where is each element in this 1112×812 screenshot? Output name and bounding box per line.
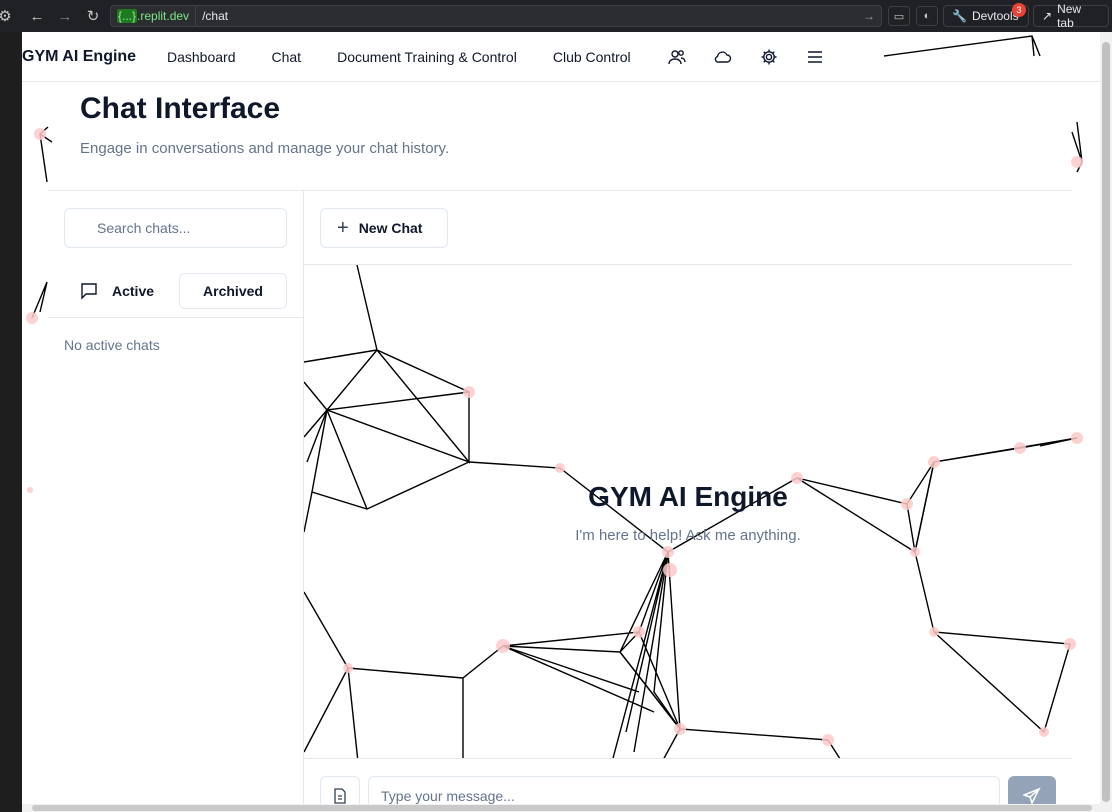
external-link-icon: ↗: [1042, 9, 1053, 23]
welcome-subtitle: I'm here to help! Ask me anything.: [575, 527, 801, 544]
page-title: Chat Interface: [80, 92, 281, 125]
tab-active-label: Active: [112, 283, 155, 299]
settings-gear-icon[interactable]: ⚙: [0, 8, 12, 25]
new-chat-button[interactable]: + New Chat: [320, 208, 448, 248]
message-square-icon: [80, 282, 98, 300]
left-gutter: [0, 32, 22, 812]
devtools-button[interactable]: 🔧 Devtools 3: [943, 3, 1029, 27]
browser-toolbar: ⚙ ← → ↻ {...}.replit.dev /chat → ▭ ◐ 🔧 D…: [0, 0, 1112, 32]
file-icon: [334, 788, 346, 804]
horizontal-scrollbar[interactable]: [22, 804, 1100, 812]
chat-sidebar: Active Archived No active chats: [48, 191, 304, 812]
welcome-title: GYM AI Engine: [588, 481, 788, 512]
plus-icon: +: [337, 216, 349, 239]
address-bar[interactable]: {...}.replit.dev /chat →: [110, 5, 882, 27]
nav-link-dashboard[interactable]: Dashboard: [167, 48, 236, 65]
nav-link-club-control[interactable]: Club Control: [552, 48, 631, 65]
brand-logo-text[interactable]: GYM AI Engine: [22, 47, 137, 65]
forward-icon[interactable]: →: [57, 7, 73, 25]
new-tab-label: New tab: [1057, 2, 1082, 30]
new-tab-button[interactable]: ↗ New tab: [1033, 2, 1109, 30]
nav-link-chat[interactable]: Chat: [271, 48, 302, 65]
devtools-label: Devtools: [971, 9, 1019, 23]
url-path: /chat: [202, 9, 229, 23]
chat-main: + New Chat GYM AI Engine I'm here to hel…: [304, 191, 1072, 812]
attach-file-button[interactable]: [320, 776, 360, 812]
go-arrow-icon[interactable]: →: [863, 9, 875, 23]
url-domain: {...}.replit.dev: [111, 6, 197, 26]
url-domain-highlight: {...}: [117, 9, 138, 23]
hscroll-thumb[interactable]: [32, 805, 1092, 811]
cloud-icon[interactable]: [713, 47, 733, 67]
app-root: GYM AI Engine Dashboard Chat Document Tr…: [22, 32, 1100, 812]
message-composer: [304, 758, 1072, 812]
url-domain-rest: .replit.dev: [137, 9, 190, 23]
send-icon: [1023, 787, 1041, 805]
chat-toolbar: + New Chat: [304, 191, 1072, 265]
reload-icon[interactable]: ↻: [86, 8, 100, 25]
users-icon[interactable]: [667, 47, 687, 67]
gear-icon[interactable]: [759, 47, 779, 67]
new-chat-label: New Chat: [358, 220, 423, 236]
wrench-icon: 🔧: [952, 9, 967, 23]
empty-chats-text: No active chats: [64, 337, 160, 353]
menu-icon[interactable]: [805, 47, 825, 67]
vertical-scrollbar[interactable]: [1100, 32, 1112, 812]
palette-icon[interactable]: ◐: [916, 6, 938, 26]
tab-archived[interactable]: Archived: [179, 273, 287, 309]
scrollbar-thumb[interactable]: [1102, 42, 1110, 802]
chat-tabs: Active Archived: [48, 265, 304, 318]
page-subtitle: Engage in conversations and manage your …: [80, 140, 450, 157]
tab-active[interactable]: Active: [64, 273, 174, 309]
back-icon[interactable]: ←: [29, 7, 45, 25]
search-chats-input[interactable]: [64, 208, 287, 248]
nav-link-document-training[interactable]: Document Training & Control: [337, 48, 517, 65]
devtools-badge: 3: [1012, 3, 1026, 17]
screen-icon[interactable]: ▭: [888, 6, 910, 26]
top-navigation: GYM AI Engine Dashboard Chat Document Tr…: [22, 32, 1100, 82]
page-header: Chat Interface Engage in conversations a…: [80, 92, 449, 157]
chat-panel: Active Archived No active chats + New Ch…: [48, 190, 1072, 812]
